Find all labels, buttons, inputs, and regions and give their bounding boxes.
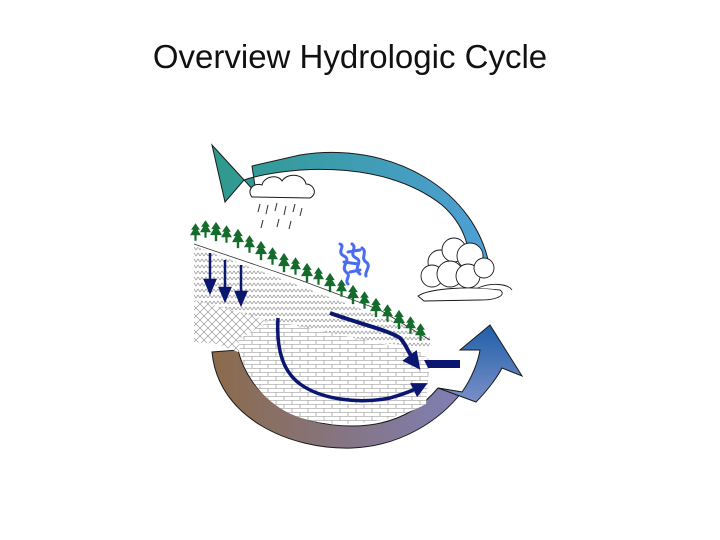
- infiltration-arrows: [203, 253, 248, 308]
- evaporation-arrow: [437, 324, 524, 403]
- page-title: Overview Hydrologic Cycle: [152, 38, 548, 75]
- evapotranspiration-symbol: [338, 242, 370, 286]
- cumulus-cloud: [417, 237, 513, 302]
- hillslope-surface: [193, 243, 431, 341]
- surface-runoff-arrow: [329, 311, 421, 370]
- precipitation-arrow: [211, 143, 491, 271]
- groundwater-flow-arrow: [275, 317, 428, 403]
- rain-cloud: [249, 174, 315, 230]
- stream-channel: [424, 360, 460, 368]
